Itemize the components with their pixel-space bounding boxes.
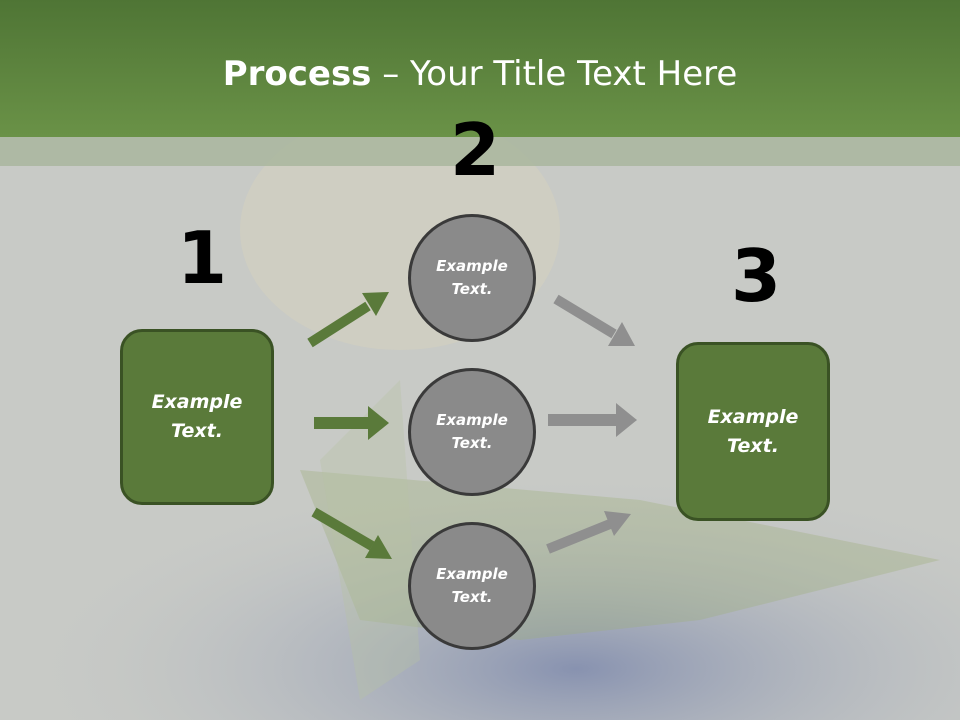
circle-top-line1: Example — [436, 257, 508, 275]
header-band — [0, 0, 960, 137]
step-number-2: 2 — [450, 108, 501, 192]
right-process-box: Example Text. — [676, 342, 830, 521]
circle-top-line2: Text. — [451, 280, 493, 298]
circle-top: Example Text. — [408, 214, 536, 342]
title-bold: Process — [222, 54, 372, 94]
right-box-line1: Example — [707, 405, 799, 428]
title-rest: – Your Title Text Here — [371, 54, 738, 94]
circle-bottom: Example Text. — [408, 522, 536, 650]
arrow-left-to-top — [307, 292, 389, 348]
step-number-1: 1 — [177, 216, 228, 300]
left-process-box: Example Text. — [120, 329, 274, 505]
circle-middle: Example Text. — [408, 368, 536, 496]
slide-title: Process – Your Title Text Here — [0, 54, 960, 94]
left-box-line1: Example — [151, 391, 243, 413]
step-number-3: 3 — [731, 234, 782, 318]
arrow-left-to-middle — [314, 406, 389, 440]
header-sub-band — [0, 137, 960, 166]
arrow-bottom-to-right — [546, 511, 631, 554]
left-box-line2: Text. — [171, 420, 223, 442]
circle-middle-line2: Text. — [451, 434, 493, 452]
circle-middle-line1: Example — [436, 411, 508, 429]
right-box-line2: Text. — [727, 434, 779, 457]
circle-bottom-line1: Example — [436, 565, 508, 583]
arrow-middle-to-right — [548, 403, 637, 437]
arrow-left-to-bottom — [311, 507, 392, 559]
arrow-top-to-right — [553, 294, 635, 346]
circle-bottom-line2: Text. — [451, 588, 493, 606]
